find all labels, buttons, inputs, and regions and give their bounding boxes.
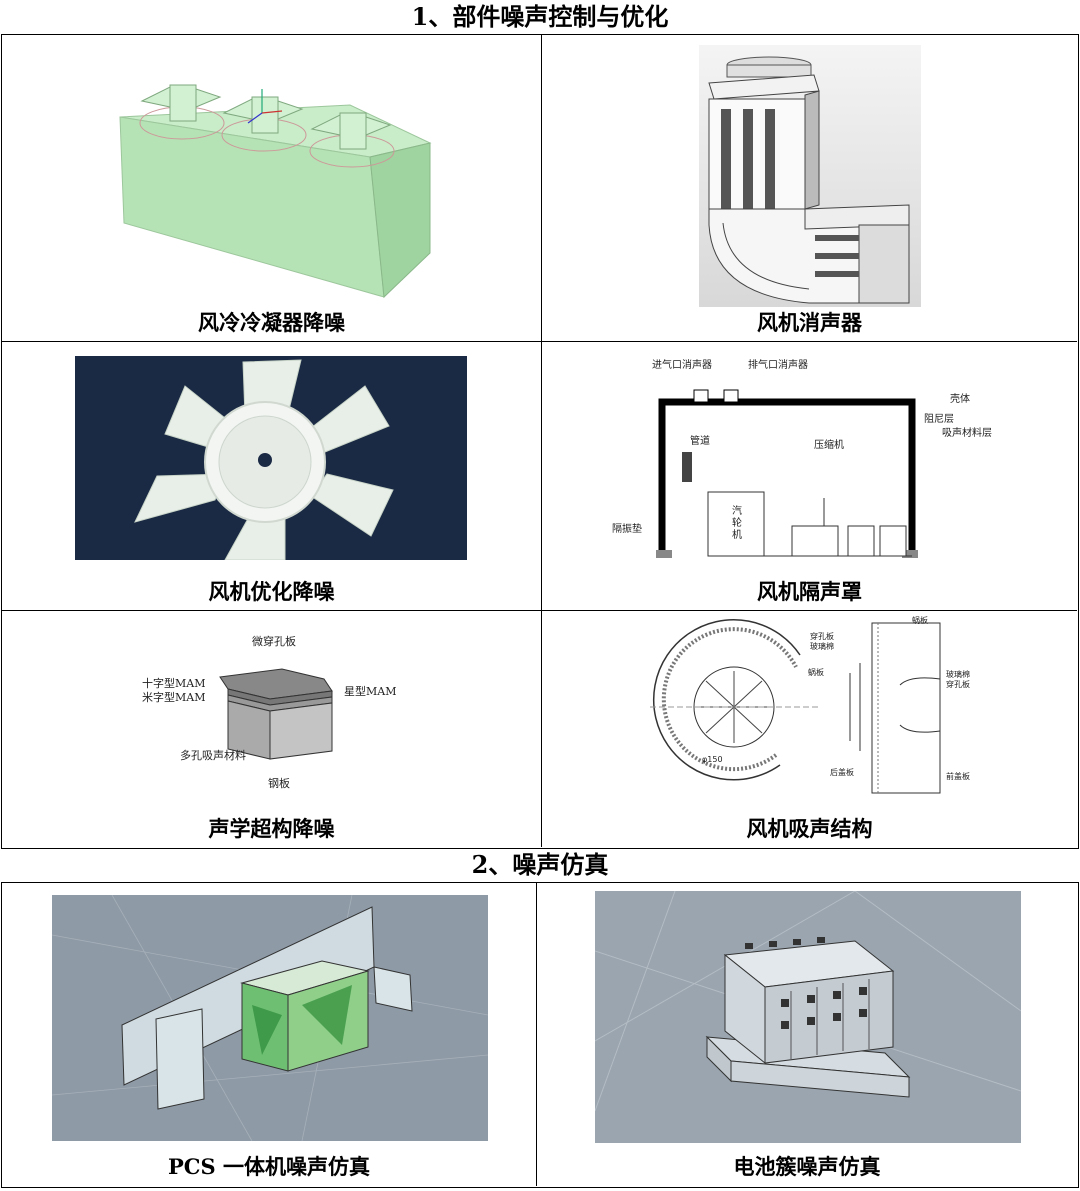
- condenser-figure: [112, 45, 432, 307]
- enclosure-figure: 进气口消声器 排气口消声器 壳体 阻尼层 吸声材料层 管道 压缩机 汽 轮 机 …: [612, 352, 1012, 574]
- label-micro-perforated: 微穿孔板: [252, 635, 296, 648]
- label-rice-mam: 米字型MAM: [142, 691, 206, 704]
- label-compressor: 压缩机: [814, 440, 844, 451]
- label-pipe: 管道: [690, 436, 710, 447]
- label-inlet-muffler: 进气口消声器: [652, 360, 712, 371]
- label-perforated-plate: 穿孔板: [810, 632, 834, 641]
- label-steel-plate: 钢板: [268, 777, 290, 790]
- fan-absorption-figure: 穿孔板 玻璃棉 蜗板 φ150 蜗板 玻璃棉 穿孔板 后盖板 前盖板: [650, 615, 980, 799]
- label-isolator: 隔振垫: [612, 524, 642, 535]
- caption-fan-muffler: 风机消声器: [757, 310, 862, 335]
- cell-acoustic-enclosure: 进气口消声器 排气口消声器 壳体 阻尼层 吸声材料层 管道 压缩机 汽 轮 机 …: [542, 342, 1077, 610]
- component-noise-grid: 风冷冷凝器降噪 风机消声器: [1, 34, 1079, 849]
- cell-acoustic-metastructure: 微穿孔板 十字型MAM 米字型MAM 星型MAM 多孔吸声材料 钢板 声学超构降…: [2, 611, 541, 847]
- fan-blade-figure: [75, 356, 467, 560]
- metastructure-figure: 微穿孔板 十字型MAM 米字型MAM 星型MAM 多孔吸声材料 钢板: [132, 617, 412, 795]
- label-outlet-muffler: 排气口消声器: [748, 360, 808, 371]
- label-cross-mam: 十字型MAM: [142, 677, 206, 690]
- label-diameter: φ150: [702, 755, 723, 764]
- battery-simulation-figure: [595, 891, 1021, 1143]
- cell-fan-absorption: 穿孔板 玻璃棉 蜗板 φ150 蜗板 玻璃棉 穿孔板 后盖板 前盖板 风机吸声结…: [542, 611, 1077, 847]
- label-perforated-plate-side: 穿孔板: [946, 680, 970, 689]
- label-glass-wool: 玻璃棉: [810, 642, 834, 651]
- grid-divider: [536, 883, 537, 1186]
- label-shell: 壳体: [950, 394, 970, 405]
- label-star-mam: 星型MAM: [344, 685, 397, 698]
- caption-acoustic-metastructure: 声学超构降噪: [208, 816, 335, 841]
- label-back-cover: 后盖板: [830, 768, 854, 777]
- cell-battery-simulation: 电池簇噪声仿真: [537, 883, 1077, 1186]
- label-absorbing-layer: 吸声材料层: [942, 428, 992, 439]
- label-front-cover: 前盖板: [946, 772, 970, 781]
- label-volute-plate: 蜗板: [808, 668, 824, 677]
- label-volute-plate-side: 蜗板: [912, 616, 928, 625]
- cell-fan-muffler: 风机消声器: [542, 35, 1077, 341]
- grid-divider: [541, 35, 542, 847]
- caption-acoustic-enclosure: 风机隔声罩: [757, 579, 862, 604]
- pcs-simulation-figure: [52, 895, 488, 1141]
- cell-pcs-simulation: PCS 一体机噪声仿真: [2, 883, 536, 1186]
- cell-fan-optimization: 风机优化降噪: [2, 342, 541, 610]
- label-glass-wool-side: 玻璃棉: [946, 670, 970, 679]
- label-porous-material: 多孔吸声材料: [180, 749, 246, 762]
- caption-condenser: 风冷冷凝器降噪: [198, 310, 345, 335]
- caption-pcs-simulation: PCS 一体机噪声仿真: [168, 1154, 370, 1179]
- label-damping-layer: 阻尼层: [924, 414, 954, 425]
- muffler-figure: [699, 45, 921, 307]
- grid-divider: [2, 341, 1077, 342]
- cell-condenser: 风冷冷凝器降噪: [2, 35, 541, 341]
- caption-battery-simulation: 电池簇噪声仿真: [733, 1154, 881, 1179]
- noise-simulation-grid: PCS 一体机噪声仿真 电池簇噪声仿真: [1, 882, 1079, 1188]
- section-1-title: 1、部件噪声控制与优化: [411, 2, 669, 31]
- caption-fan-absorption: 风机吸声结构: [746, 816, 873, 841]
- grid-divider: [2, 610, 1077, 611]
- label-turbine: 汽 轮 机: [732, 506, 742, 541]
- section-2-title: 2、噪声仿真: [471, 850, 609, 879]
- caption-fan-optimization: 风机优化降噪: [208, 579, 335, 604]
